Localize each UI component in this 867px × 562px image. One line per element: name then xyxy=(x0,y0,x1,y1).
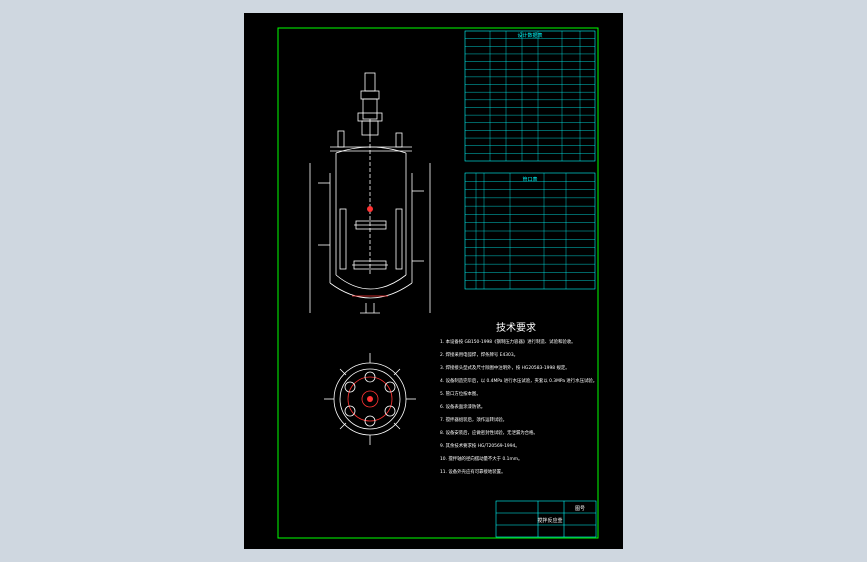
vessel-plan-view xyxy=(324,353,416,445)
drawing-frame xyxy=(277,27,599,539)
design-table-grid xyxy=(465,31,595,161)
vessel-accent xyxy=(352,206,388,297)
note-item: 11. 设备外壳应有可靠接地装置。 xyxy=(440,468,505,475)
title-block-drawing-title: 搅拌反应釜 xyxy=(537,517,562,524)
design-data-table xyxy=(464,30,596,162)
note-item: 8. 设备安装后，应做密封性试验，无泄漏为合格。 xyxy=(440,429,538,436)
note-item: 5. 管口方位按本图。 xyxy=(440,390,481,397)
nozzle-table-grid xyxy=(465,173,595,289)
note-item: 3. 焊接接头型式及尺寸除图中注明外，按 HG20583-1998 规定。 xyxy=(440,364,570,371)
notes-list: 1. 本设备按 GB150-1998《钢制压力容器》进行制造、试验和验收。 2. … xyxy=(440,338,597,475)
cad-drawing: 设计数据表 管口表 技术要求 1. 本设备按 GB150-1998《钢制压力容器… xyxy=(277,27,599,539)
title-block-sheet-no: 图号 xyxy=(575,506,585,512)
note-item: 4. 设备制造完毕后，以 0.4MPa 进行水压试验，夹套以 0.3MPa 进行… xyxy=(440,377,597,384)
note-item: 1. 本设备按 GB150-1998《钢制压力容器》进行制造、试验和验收。 xyxy=(440,338,576,345)
note-item: 9. 其余技术要求按 HG/T20569-1994。 xyxy=(440,442,520,449)
design-table-caption: 设计数据表 xyxy=(517,32,542,39)
vessel-elevation xyxy=(309,72,431,314)
nozzle-table-caption: 管口表 xyxy=(522,176,537,183)
notes-heading: 技术要求 xyxy=(496,321,536,334)
drawing-sheet: 设计数据表 管口表 技术要求 1. 本设备按 GB150-1998《钢制压力容器… xyxy=(244,13,623,549)
note-item: 7. 搅拌器组装后，须作运转试验。 xyxy=(440,416,507,423)
note-item: 2. 焊接采用电弧焊，焊条牌号 E4303。 xyxy=(440,351,518,358)
note-item: 6. 设备表面涂漆防锈。 xyxy=(440,403,485,410)
note-item: 10. 搅拌轴的径向摆动量不大于 0.1mm。 xyxy=(440,455,522,462)
title-block xyxy=(495,500,597,538)
